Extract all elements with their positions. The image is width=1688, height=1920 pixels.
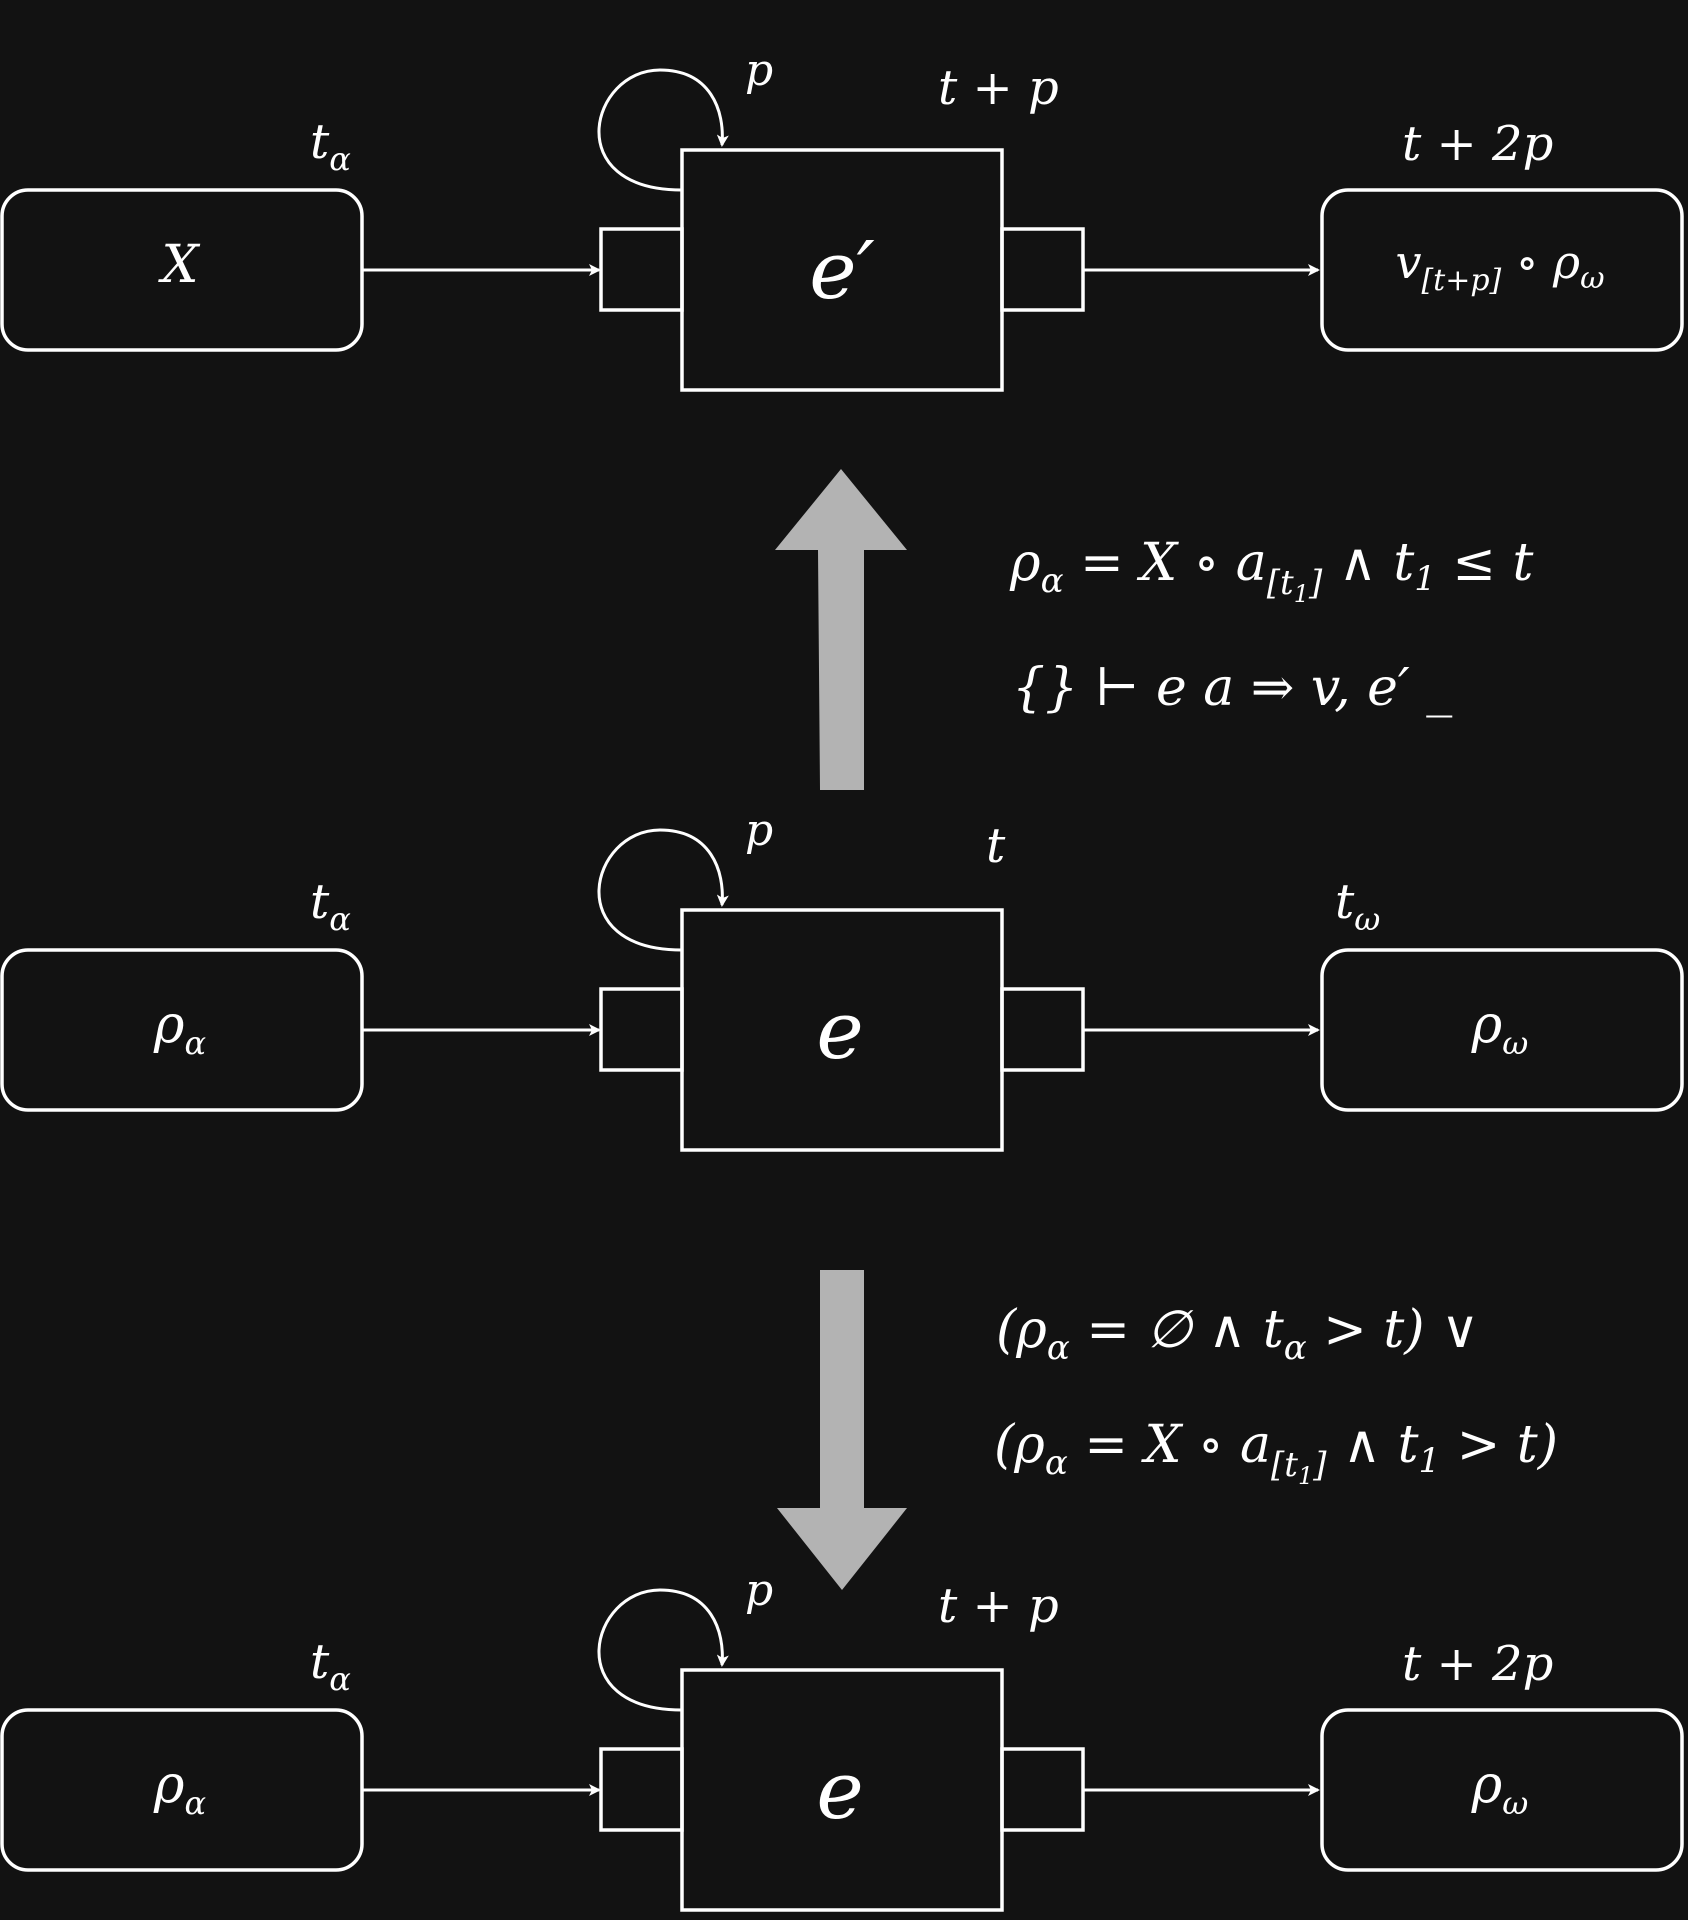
loop-label: p — [745, 1565, 773, 1616]
down-condition-line2: (ρα = X ∘ a[t1] ∧ t1 > t) — [994, 1415, 1558, 1490]
output-port — [1000, 227, 1085, 312]
down-arrow — [777, 1270, 907, 1590]
output-port — [1000, 1747, 1085, 1832]
input-port — [599, 227, 684, 312]
up-arrow — [775, 469, 907, 790]
output-state-label: ρω — [1471, 995, 1529, 1062]
up-condition-line2: {} ⊢ e a ⇒ v, e′ _ — [1012, 658, 1452, 718]
self-loop-arrow — [597, 828, 729, 952]
loop-label: p — [745, 805, 773, 856]
up-condition-line1: ρα = X ∘ a[t1] ∧ t1 ≤ t — [1009, 533, 1534, 608]
node-time-label: t + p — [938, 60, 1059, 116]
input-port — [599, 987, 684, 1072]
input-state-label: ρα — [153, 995, 206, 1062]
input-port — [599, 1747, 684, 1832]
down-condition-line1: (ρα = ∅ ∧ tα > t) ∨ — [996, 1300, 1479, 1368]
loop-label: p — [745, 45, 773, 96]
input-state-label: X — [157, 235, 200, 295]
node-time-label: t — [986, 818, 1006, 874]
self-loop-arrow — [597, 1588, 729, 1712]
node-label: e — [816, 984, 863, 1077]
output-time-label: tω — [1335, 874, 1380, 938]
output-state-label: ρω — [1471, 1755, 1529, 1822]
output-state-label: v[t+p] ∘ ρω — [1395, 235, 1604, 298]
output-time-label: t + 2p — [1402, 1636, 1553, 1692]
node-label: e — [816, 1744, 863, 1837]
input-state-label: ρα — [153, 1755, 206, 1822]
row-middle: ρα tα e p t ρω tω — [0, 805, 1684, 1152]
output-time-label: t + 2p — [1402, 116, 1553, 172]
output-state-box — [1320, 188, 1684, 352]
input-time-label: tα — [310, 1634, 351, 1698]
input-time-label: tα — [310, 874, 351, 938]
input-time-label: tα — [310, 114, 351, 178]
transition-up: ρα = X ∘ a[t1] ∧ t1 ≤ t {} ⊢ e a ⇒ v, e′… — [775, 469, 1534, 790]
row-bottom: ρα tα e p t + p ρω t + 2p — [0, 1565, 1684, 1912]
output-port — [1000, 987, 1085, 1072]
transition-down: (ρα = ∅ ∧ tα > t) ∨ (ρα = X ∘ a[t1] ∧ t1… — [777, 1270, 1558, 1590]
output-state-box — [1320, 1708, 1684, 1872]
row-top: X tα e′ p t + p v[t+p] ∘ ρω t + 2p — [0, 45, 1684, 392]
self-loop-arrow — [597, 68, 729, 192]
output-state-box — [1320, 948, 1684, 1112]
node-time-label: t + p — [938, 1578, 1059, 1634]
node-label: e′ — [809, 224, 875, 317]
